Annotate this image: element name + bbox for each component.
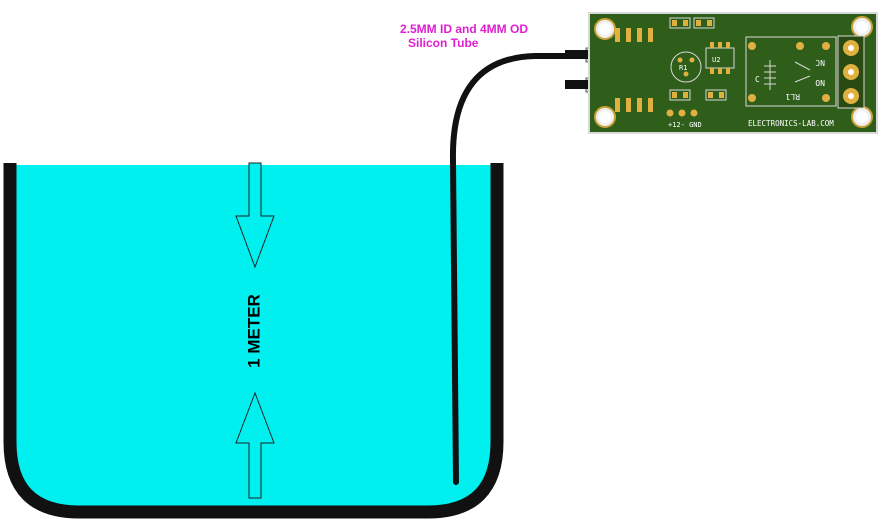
- silicon-tube: [449, 53, 575, 485]
- pcb-power-label: +12- GND: [668, 121, 702, 129]
- relay-terminals: [837, 35, 865, 109]
- pcb-cap-label: C: [755, 75, 760, 84]
- pcb-no-label: NO: [815, 78, 825, 87]
- down-arrow: [235, 162, 275, 269]
- up-arrow: [235, 391, 275, 499]
- water-tank: [3, 163, 504, 519]
- pcb-relay-label: RL1: [785, 92, 800, 101]
- pcb-resistor-label: R1: [679, 64, 687, 72]
- pcb-ic-label: U2: [712, 56, 720, 64]
- sensor-pads: [615, 28, 653, 112]
- mounting-holes: [594, 16, 873, 128]
- pcb-board: U2 R1 C RL1 NC NO +12- GND ELECTRONICS-L…: [588, 12, 878, 134]
- silkscreen: [669, 17, 837, 107]
- measure-label: 1 METER: [244, 294, 263, 368]
- tube-label-line2: Silicon Tube: [408, 36, 479, 50]
- water-fill: [14, 165, 493, 507]
- tank-wall: [3, 163, 504, 519]
- component-pads: [666, 20, 830, 117]
- pcb-nc-label: NC: [815, 58, 825, 67]
- tube-label: 2.5MM ID and 4MM OD Silicon Tube: [400, 22, 528, 50]
- tube-label-line1: 2.5MM ID and 4MM OD: [400, 22, 529, 36]
- pcb-brand-label: ELECTRONICS-LAB.COM: [748, 119, 834, 128]
